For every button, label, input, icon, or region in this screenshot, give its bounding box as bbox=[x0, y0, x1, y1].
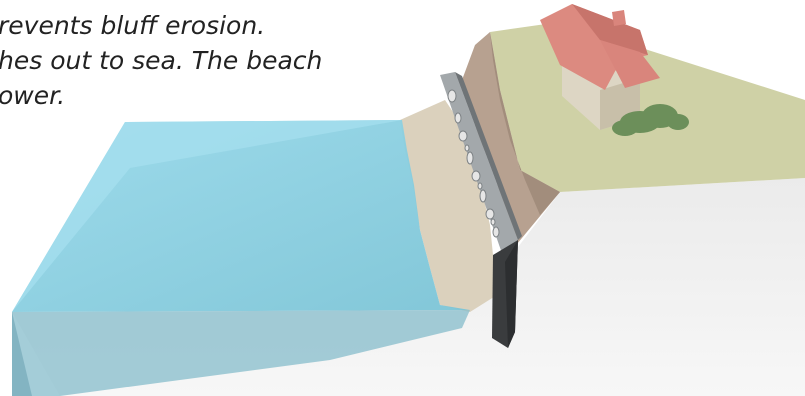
house-chimney bbox=[612, 10, 626, 26]
lawn-surface bbox=[490, 22, 805, 192]
diagram-caption: revents bluff erosion. hes out to sea. T… bbox=[0, 8, 420, 113]
caption-line-1: revents bluff erosion. bbox=[0, 8, 418, 43]
caption-line-2: hes out to sea. The beach bbox=[0, 43, 418, 78]
caption-line-3: ower. bbox=[0, 78, 418, 113]
